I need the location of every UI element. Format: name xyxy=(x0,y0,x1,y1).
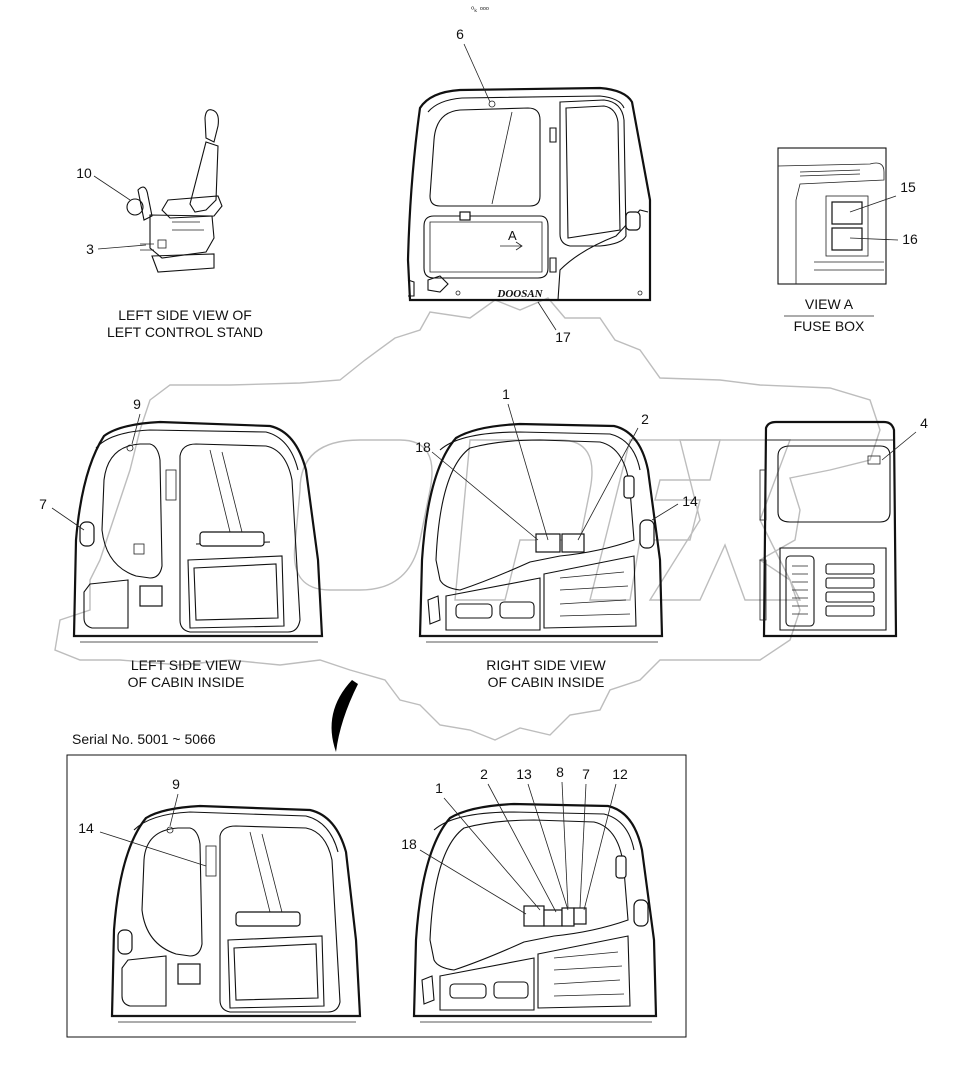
callout-3: 3 xyxy=(86,241,94,257)
cabin-left-inside xyxy=(72,420,324,643)
caption-right-cabin-line2: OF CABIN INSIDE xyxy=(488,674,605,690)
fuse-box-view xyxy=(777,147,887,285)
callout-18: 18 xyxy=(415,439,431,455)
callout-b2: 2 xyxy=(480,766,488,782)
crescent-mark xyxy=(331,680,358,752)
cabin-exterior xyxy=(406,86,652,302)
callout-16: 16 xyxy=(902,231,918,247)
cabin-left-inside-serial xyxy=(110,804,362,1023)
cabin-rear-view xyxy=(759,420,898,638)
caption-view-a: VIEW A xyxy=(805,296,854,312)
caption-left-control-stand-line1: LEFT SIDE VIEW OF xyxy=(118,307,252,323)
view-arrow-letter: A xyxy=(508,228,517,243)
callout-6: 6 xyxy=(456,26,464,42)
callout-1: 1 xyxy=(502,386,510,402)
callout-b12: 12 xyxy=(612,766,628,782)
cabin-right-inside-serial xyxy=(412,802,658,1023)
caption-left-cabin-line1: LEFT SIDE VIEW xyxy=(131,657,242,673)
callout-2: 2 xyxy=(641,411,649,427)
callout-b8: 8 xyxy=(556,764,564,780)
callout-b13: 13 xyxy=(516,766,532,782)
caption-left-cabin-line2: OF CABIN INSIDE xyxy=(128,674,245,690)
callout-b9: 9 xyxy=(172,776,180,792)
seat-left-control-stand xyxy=(126,109,223,273)
serial-frame xyxy=(66,754,687,1038)
serial-label: Serial No. 5001 ~ 5066 xyxy=(72,731,216,747)
caption-fuse-box: FUSE BOX xyxy=(794,318,865,334)
callout-b14: 14 xyxy=(78,820,94,836)
cabin-right-inside xyxy=(418,422,664,643)
caption-left-control-stand-line2: LEFT CONTROL STAND xyxy=(107,324,263,340)
callout-9: 9 xyxy=(133,396,141,412)
brand-plate: DOOSAN xyxy=(496,288,543,300)
header-mark: ⁰ₖ ᵒᵒᵒ xyxy=(471,5,489,14)
callout-b1: 1 xyxy=(435,780,443,796)
callout-7: 7 xyxy=(39,496,47,512)
callout-15: 15 xyxy=(900,179,916,195)
callout-17: 17 xyxy=(555,329,571,345)
caption-right-cabin-line1: RIGHT SIDE VIEW xyxy=(486,657,606,673)
callout-b7: 7 xyxy=(582,766,590,782)
callout-4: 4 xyxy=(920,415,928,431)
callout-10: 10 xyxy=(76,165,92,181)
callout-14: 14 xyxy=(682,493,698,509)
callout-b18: 18 xyxy=(401,836,417,852)
